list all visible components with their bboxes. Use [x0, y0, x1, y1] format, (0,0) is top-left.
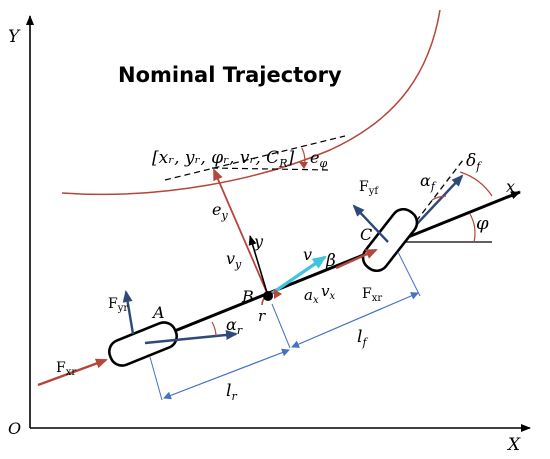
velocity-label: v: [303, 245, 312, 264]
reference-tangent-line: [164, 135, 346, 181]
yaw-angle-arc: [469, 213, 476, 243]
center-of-gravity-point: [263, 291, 273, 301]
x-axis-label: X: [506, 435, 521, 455]
rear-axle-point-label: A: [151, 303, 165, 322]
origin-label: O: [8, 419, 21, 438]
rear-length-label: lr: [226, 381, 237, 403]
front-wheel-direction-line: [397, 159, 464, 246]
rear-length-dimension: [163, 348, 290, 400]
front-length-dimension: [291, 292, 419, 348]
front-longitudinal-force-arrow: [335, 248, 378, 270]
lateral-error-arrow: [213, 168, 269, 296]
body-y-axis-label: y: [253, 232, 264, 251]
reference-heading-line: [211, 167, 331, 171]
body-y-axis: [248, 235, 269, 297]
reference-state-label: [xᵣ, yᵣ, φᵣ, vᵣ, CR]: [152, 148, 294, 170]
rear-lateral-force-arrow: [122, 290, 135, 335]
yaw-rate-label: r: [258, 307, 266, 325]
nominal-trajectory-curve: [61, 9, 441, 196]
rear-longitudinal-force-arrow: [37, 358, 108, 387]
rear-slip-angle-arc: [211, 321, 217, 337]
heading-error-arrowhead: [299, 162, 308, 169]
front-axle-point-label: C: [360, 225, 372, 244]
center-of-gravity-label: B: [241, 287, 254, 306]
longitudinal-velocity-label: vx: [321, 282, 335, 302]
vehicle-body-axis: [109, 190, 521, 359]
sideslip-angle-label: β: [325, 251, 336, 271]
diagram-title: Nominal Trajectory: [118, 63, 342, 87]
rear-longitudinal-force-label: Fxr: [56, 360, 76, 378]
body-x-axis-label: x: [506, 177, 515, 196]
front-length-extension-b: [271, 303, 291, 349]
steering-angle-arc: [459, 171, 493, 197]
rear-slip-angle-label: αr: [226, 315, 243, 337]
front-length-extension-c: [397, 251, 421, 297]
rear-lateral-force-label: Fyr: [108, 296, 128, 314]
yaw-angle-label: φ: [476, 213, 489, 234]
longitudinal-acceleration-label: ax: [304, 286, 319, 306]
front-lateral-force-label: Fyf: [359, 179, 379, 197]
heading-error-label: eφ: [310, 148, 327, 170]
velocity-arrow: [267, 255, 327, 298]
front-length-label: lf: [357, 327, 368, 349]
rear-length-extension-a: [149, 356, 163, 401]
front-longitudinal-force-label: Fxr: [362, 286, 382, 304]
steering-angle-label: δf: [466, 151, 482, 173]
lateral-velocity-label: vy: [226, 249, 242, 271]
rear-wheel: [108, 321, 178, 367]
lateral-error-label: ey: [212, 200, 228, 222]
front-slip-angle-arc: [431, 195, 447, 201]
yaw-rate-arrowhead: [274, 289, 282, 299]
y-axis-label: Y: [8, 27, 21, 47]
rear-wheel-velocity-arrow: [144, 330, 238, 345]
front-lateral-force-arrow: [352, 204, 389, 243]
front-slip-angle-label: αf: [420, 171, 437, 193]
